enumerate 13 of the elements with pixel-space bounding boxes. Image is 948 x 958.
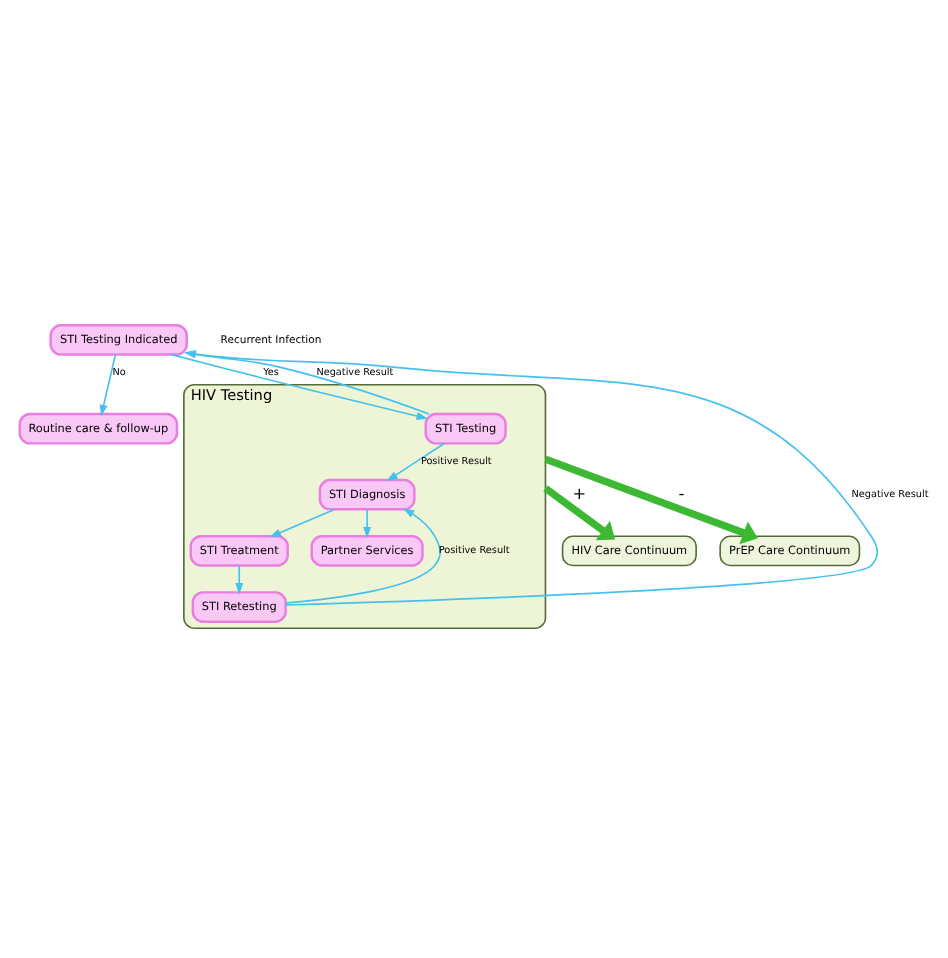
arrow (235, 563, 244, 594)
arrow (363, 507, 372, 538)
arrow (544, 454, 758, 544)
arrow (170, 352, 428, 420)
arrow (386, 441, 446, 481)
arrow (543, 484, 616, 540)
edge-label: + (572, 481, 587, 502)
arrow (184, 349, 430, 414)
edge-label: - (678, 481, 685, 502)
arrow (184, 349, 879, 605)
arrow (99, 352, 117, 416)
arrow (284, 507, 441, 603)
arrow (269, 507, 336, 537)
